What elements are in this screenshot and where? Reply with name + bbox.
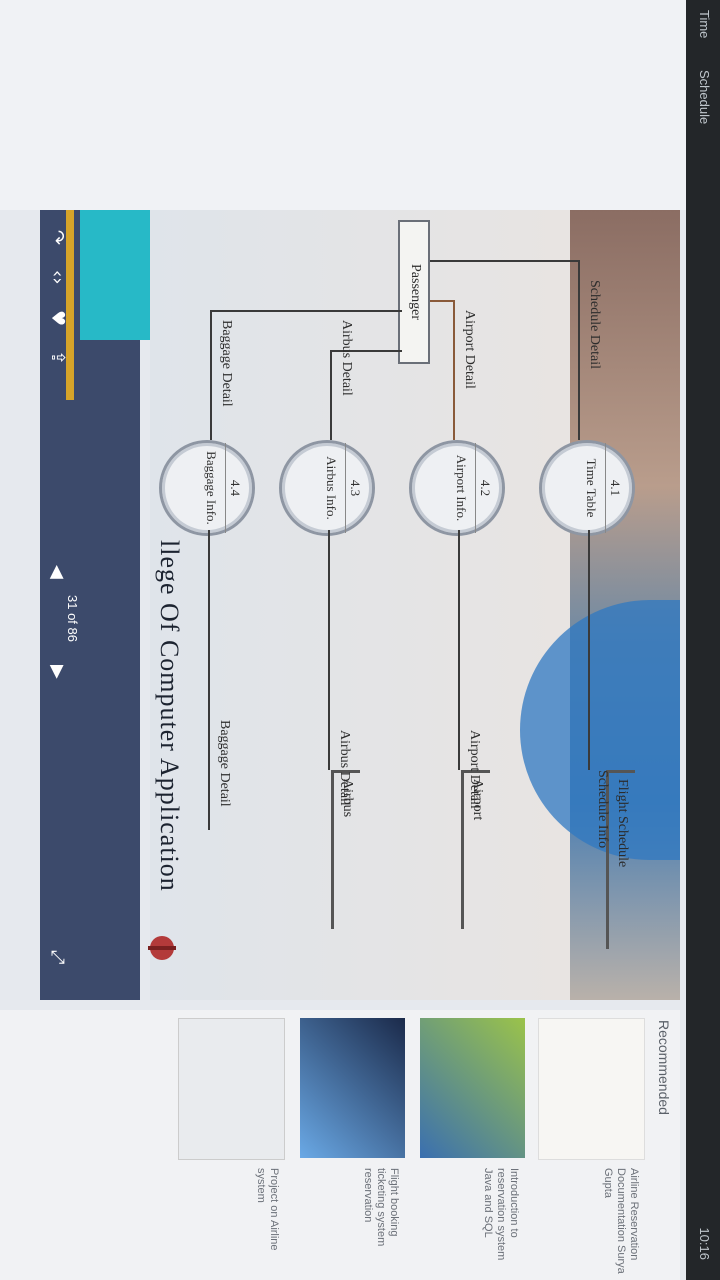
process-number: 4.3 bbox=[345, 443, 372, 533]
upload-icon[interactable]: ⇪ bbox=[47, 350, 68, 366]
flow-line bbox=[458, 530, 460, 770]
flow-schedule-info: Schedule Info bbox=[595, 770, 610, 849]
status-bar: Time Schedule 10:16 bbox=[686, 0, 720, 1280]
recommended-text[interactable]: Airline Reservation Documentation Surya … bbox=[602, 1168, 640, 1274]
store-flight-schedule: Flight Schedule bbox=[606, 770, 635, 949]
recommended-header: Recommended bbox=[656, 1020, 672, 1115]
recommended-thumbnail[interactable] bbox=[178, 1018, 285, 1160]
flow-line bbox=[430, 300, 455, 302]
process-4-2: 4.2 Airport Info. bbox=[409, 440, 505, 536]
process-number: 4.4 bbox=[225, 443, 252, 533]
status-time: 10:16 bbox=[697, 1227, 712, 1260]
college-logo-icon bbox=[148, 936, 176, 960]
flow-line bbox=[328, 530, 330, 770]
process-4-4: 4.4 Baggage Info. bbox=[159, 440, 255, 536]
process-name: Airport Info. bbox=[454, 454, 469, 522]
flow-line bbox=[578, 260, 580, 440]
flow-line bbox=[453, 300, 455, 440]
status-left-a: Time bbox=[697, 10, 712, 39]
recommended-text[interactable]: Flight booking ticketing system reservat… bbox=[362, 1168, 400, 1247]
flow-airbus-detail: Airbus Detail bbox=[339, 320, 354, 396]
recommended-panel: Recommended Airline Reservation Document… bbox=[0, 1010, 680, 1280]
share-icon[interactable]: ↷ bbox=[47, 230, 68, 246]
page-indicator: 31 of 86 bbox=[65, 595, 80, 642]
process-name: Time Table bbox=[584, 458, 599, 518]
entity-passenger: Passenger bbox=[398, 220, 430, 364]
flow-line bbox=[588, 530, 590, 770]
slide-body bbox=[150, 210, 570, 1000]
slide-footer-title: llege Of Computer Application bbox=[155, 540, 184, 892]
flow-airport-detail: Airport Detail bbox=[462, 310, 477, 389]
recommended-thumbnail[interactable] bbox=[300, 1018, 405, 1158]
flow-airbus-detail-right: Airbus Detail bbox=[337, 730, 352, 806]
process-number: 4.1 bbox=[605, 443, 632, 533]
accent-block bbox=[80, 210, 150, 340]
flow-line bbox=[430, 260, 580, 262]
process-4-3: 4.3 Airbus Info. bbox=[279, 440, 375, 536]
recommended-thumbnail[interactable] bbox=[538, 1018, 645, 1160]
process-number: 4.2 bbox=[475, 443, 502, 533]
flow-baggage-detail: Baggage Detail bbox=[219, 320, 234, 407]
presentation-slide[interactable]: Flight Schedule Airport Airbus Passenger… bbox=[40, 210, 680, 1000]
flow-line bbox=[210, 310, 212, 440]
left-margin bbox=[0, 0, 686, 210]
flow-line bbox=[212, 310, 402, 312]
recommended-text[interactable]: Introduction to reservation system Java … bbox=[482, 1168, 520, 1261]
fullscreen-icon[interactable]: ⤢ bbox=[47, 950, 68, 965]
status-left-b: Schedule bbox=[697, 70, 712, 125]
flow-line bbox=[208, 530, 210, 830]
process-4-1: 4.1 Time Table bbox=[539, 440, 635, 536]
flow-airport-detail-right: Airport Detail bbox=[467, 730, 482, 809]
recommended-text[interactable]: Project on Airline system bbox=[255, 1168, 280, 1251]
heart-icon[interactable]: ♥ bbox=[47, 310, 68, 327]
process-name: Airbus Info. bbox=[324, 456, 339, 520]
prev-page-icon[interactable]: ◀ bbox=[47, 565, 68, 579]
recommended-thumbnail[interactable] bbox=[420, 1018, 525, 1158]
flow-schedule-detail: Schedule Detail bbox=[587, 280, 602, 370]
code-icon[interactable]: ‹› bbox=[47, 270, 68, 285]
flow-line bbox=[330, 350, 332, 440]
process-name: Baggage Info. bbox=[204, 451, 219, 525]
flow-baggage-detail-right: Baggage Detail bbox=[217, 720, 232, 807]
next-page-icon[interactable]: ▶ bbox=[47, 665, 68, 679]
